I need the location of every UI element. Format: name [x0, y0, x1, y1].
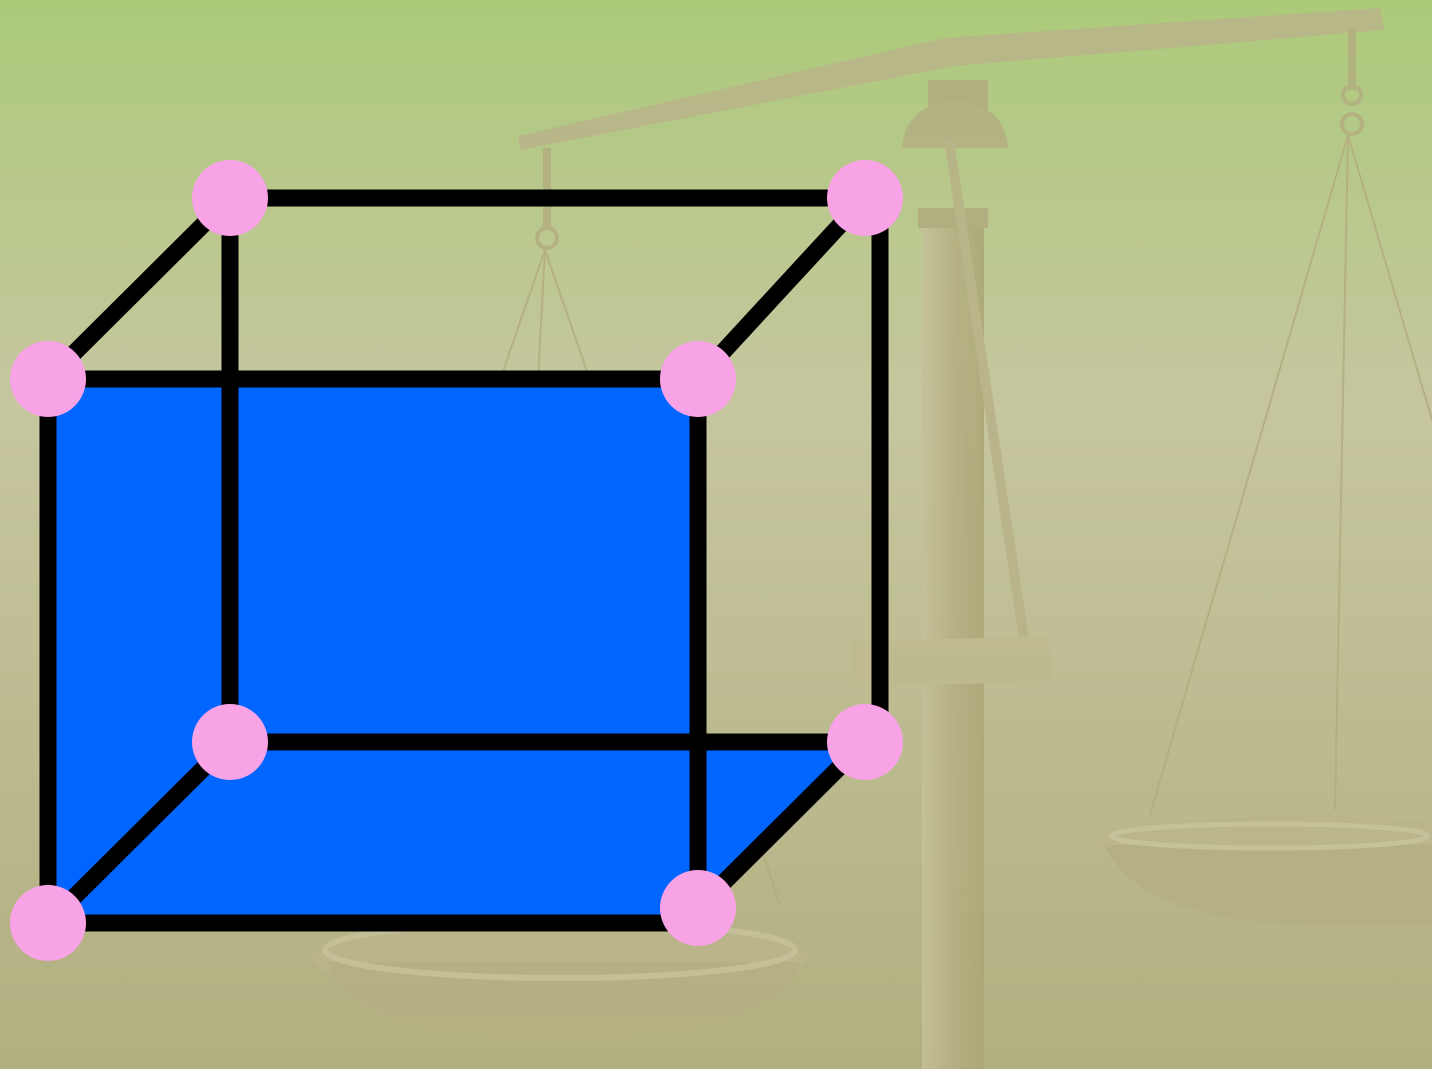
- scale-pole-collar: [918, 208, 988, 228]
- vertex-front-top-left: [10, 341, 86, 417]
- vertex-front-top-right: [660, 341, 736, 417]
- vertex-front-bottom-right: [660, 870, 736, 946]
- vertex-back-top-right: [827, 160, 903, 236]
- vertex-back-bottom-right: [827, 704, 903, 780]
- vertex-front-bottom-left: [10, 885, 86, 961]
- vertex-back-top-left: [192, 160, 268, 236]
- vertex-back-bottom-left: [192, 704, 268, 780]
